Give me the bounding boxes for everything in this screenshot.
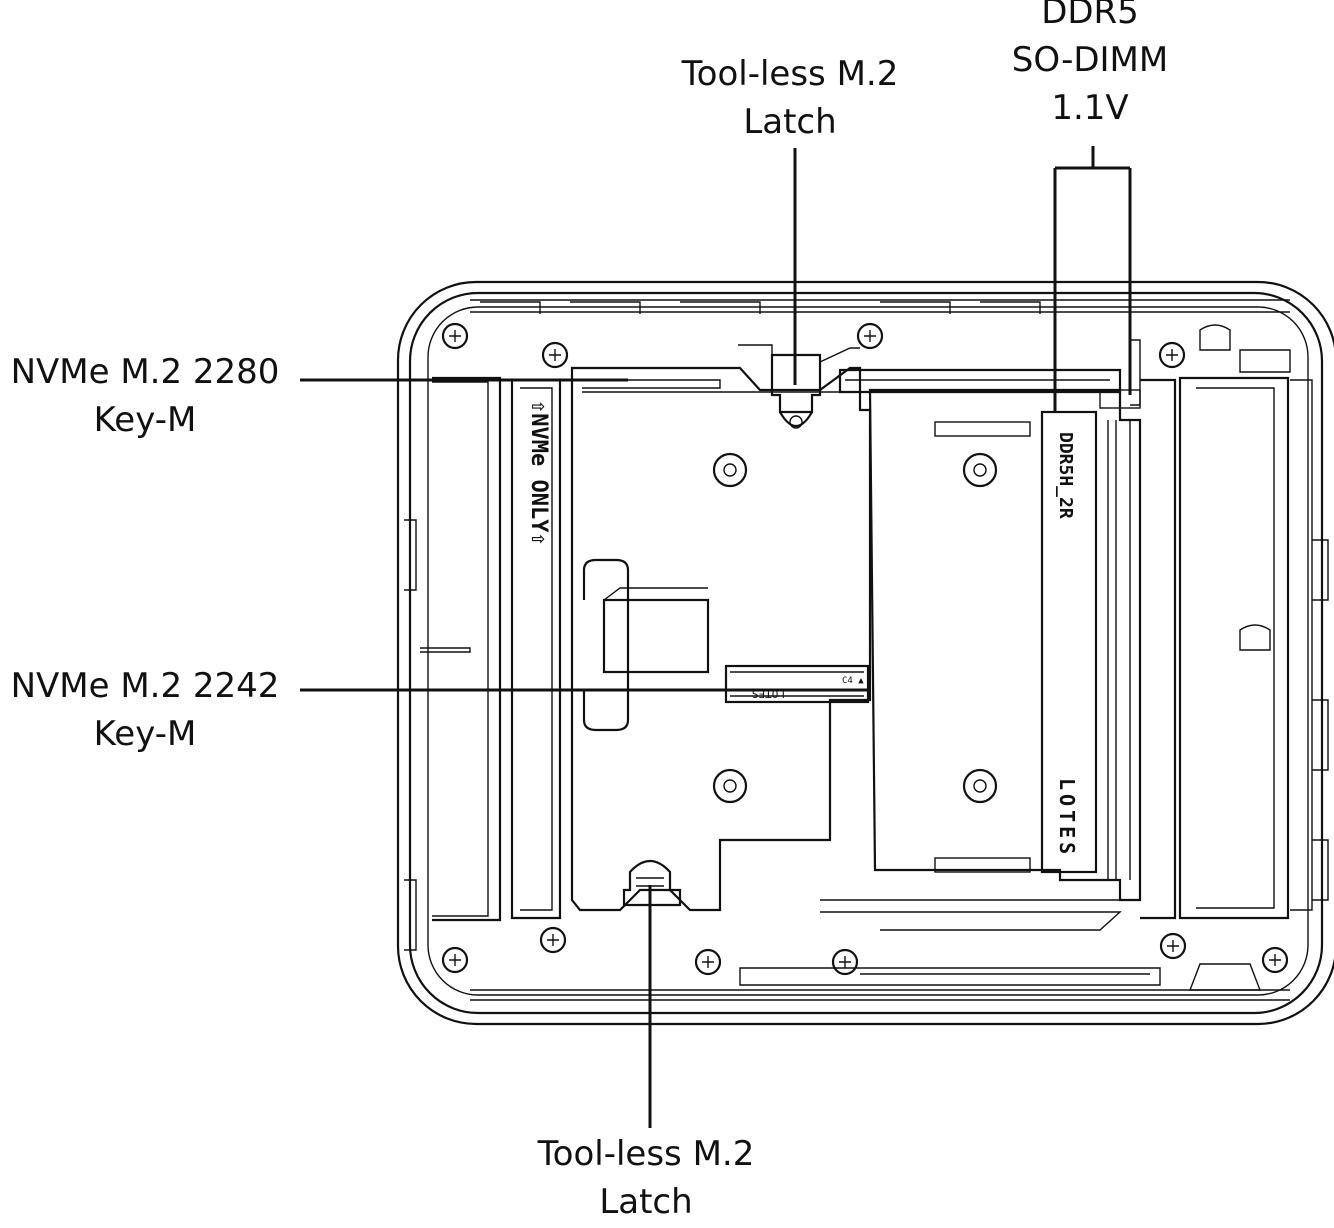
screw — [1158, 341, 1186, 369]
memory-label-line3: 1.1V — [1051, 88, 1129, 128]
nvme-2242-label-line2: Key-M — [93, 714, 197, 754]
screws — [441, 322, 1289, 976]
m2-slot-rail: ⇧NVMe ONLY⇧ — [526, 400, 551, 546]
memory-label: DDR5 SO-DIMM 1.1V — [990, 0, 1190, 132]
m2-2242-connector: LOTES C4 ▲ — [724, 664, 870, 704]
top-latch-part — [738, 344, 860, 429]
nvme-2242-label-line1: NVMe M.2 2242 — [10, 666, 280, 706]
dimm-marking: DDR5H_2R — [1055, 432, 1076, 519]
screw — [1261, 946, 1289, 974]
top-latch-label-line1: Tool-less M.2 — [681, 54, 899, 94]
chassis-shell — [396, 280, 1334, 1026]
top-latch-label: Tool-less M.2 Latch — [640, 50, 940, 146]
bottom-latch-label-line2: Latch — [599, 1182, 693, 1222]
connector-pin-marking: C4 ▲ — [842, 676, 864, 686]
screw — [1159, 932, 1187, 960]
top-latch-label-line2: Latch — [743, 102, 837, 142]
memory-label-line2: SO-DIMM — [1011, 40, 1169, 80]
right-rail — [1140, 324, 1291, 920]
screw — [441, 322, 469, 350]
screw — [831, 948, 859, 976]
sodimm-slot: DDR5H_2R LOTES — [820, 339, 1142, 931]
screw — [541, 341, 569, 369]
screw — [856, 322, 884, 350]
bottom-latch-label: Tool-less M.2 Latch — [496, 1130, 796, 1226]
bottom-latch-label-line1: Tool-less M.2 — [537, 1134, 755, 1174]
nvme-2242-label: NVMe M.2 2242 Key-M — [0, 662, 290, 758]
nvme-2280-label-line1: NVMe M.2 2280 — [10, 352, 280, 392]
dimm-brand-marking: LOTES — [1055, 778, 1079, 858]
screw — [441, 946, 469, 974]
memory-label-line1: DDR5 — [1041, 0, 1139, 32]
m2-2280-bay — [570, 366, 872, 912]
nvme-only-marking: ⇧NVMe ONLY⇧ — [526, 400, 551, 546]
nvme-2280-label-line2: Key-M — [93, 400, 197, 440]
leader-lines — [300, 146, 1132, 1128]
screw — [694, 948, 722, 976]
nvme-2280-label: NVMe M.2 2280 Key-M — [0, 348, 290, 444]
screw — [539, 926, 567, 954]
leader-memory-bracket — [1053, 146, 1132, 412]
